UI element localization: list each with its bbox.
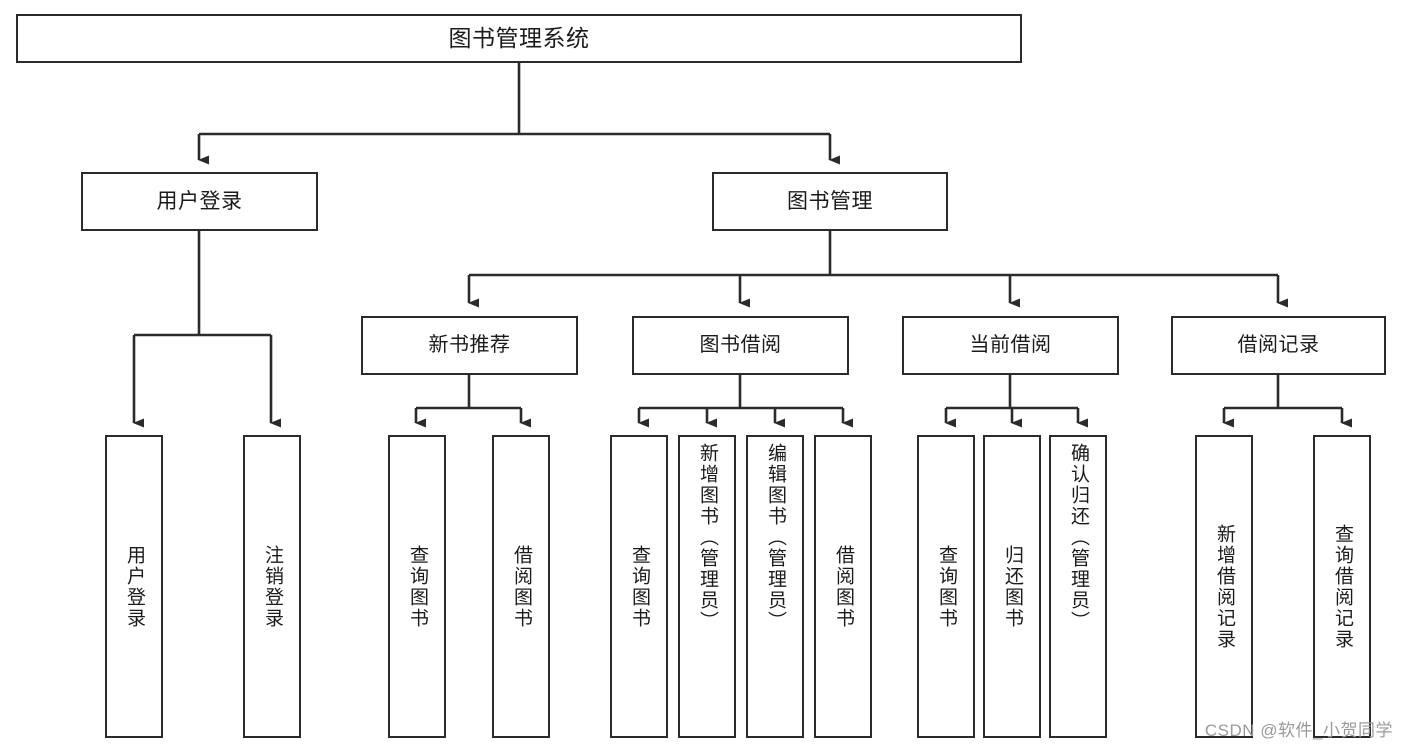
watermark: CSDN @软件_小贺同学	[1204, 721, 1393, 740]
node-label: 当前借阅	[969, 334, 1052, 357]
node-label: 新增借阅记录	[1213, 523, 1235, 650]
node-label: 查询图书	[628, 544, 650, 629]
node-user-login[interactable]: 用户登录	[81, 172, 318, 231]
node-leaf-query-book-current[interactable]: 查询图书	[917, 435, 975, 738]
node-label: 注销登录	[261, 544, 283, 629]
node-label: 查询图书	[935, 544, 957, 629]
node-current-borrow[interactable]: 当前借阅	[902, 316, 1119, 375]
node-label: 用户登录	[123, 544, 145, 629]
node-label: 图书管理系统	[448, 25, 590, 52]
node-leaf-query-book-borrow[interactable]: 查询图书	[610, 435, 668, 738]
node-leaf-return-book[interactable]: 归还图书	[983, 435, 1041, 738]
node-label: 图书借阅	[699, 334, 782, 357]
node-leaf-query-book-recommend[interactable]: 查询图书	[388, 435, 446, 738]
node-book-management[interactable]: 图书管理	[712, 172, 948, 231]
node-leaf-confirm-return-admin[interactable]: 确认归还（管理员）	[1049, 435, 1107, 738]
node-label: 借阅图书	[832, 544, 854, 629]
node-leaf-edit-book-admin[interactable]: 编辑图书（管理员）	[746, 435, 804, 738]
node-leaf-user-login[interactable]: 用户登录	[105, 435, 163, 738]
node-new-book-recommend[interactable]: 新书推荐	[361, 316, 578, 375]
node-label: 确认归还（管理员）	[1067, 443, 1089, 632]
node-leaf-borrow-book[interactable]: 借阅图书	[814, 435, 872, 738]
node-borrow-record[interactable]: 借阅记录	[1171, 316, 1386, 375]
node-label: 用户登录	[156, 189, 243, 213]
node-leaf-add-borrow-record[interactable]: 新增借阅记录	[1195, 435, 1253, 738]
node-label: 归还图书	[1001, 544, 1023, 629]
node-leaf-borrow-book-recommend[interactable]: 借阅图书	[492, 435, 550, 738]
node-leaf-add-book-admin[interactable]: 新增图书（管理员）	[678, 435, 736, 738]
node-book-borrow[interactable]: 图书借阅	[632, 316, 849, 375]
node-label: 查询借阅记录	[1331, 523, 1353, 650]
node-label: 编辑图书（管理员）	[764, 443, 786, 632]
node-label: 借阅图书	[510, 544, 532, 629]
node-leaf-user-logout[interactable]: 注销登录	[243, 435, 301, 738]
node-leaf-query-borrow-record[interactable]: 查询借阅记录	[1313, 435, 1371, 738]
node-label: 新增图书（管理员）	[696, 443, 718, 632]
node-label: 图书管理	[787, 189, 873, 213]
node-label: 新书推荐	[428, 334, 511, 357]
node-label: 查询图书	[406, 544, 428, 629]
node-root-library-management-system[interactable]: 图书管理系统	[16, 14, 1022, 63]
node-label: 借阅记录	[1237, 334, 1320, 357]
